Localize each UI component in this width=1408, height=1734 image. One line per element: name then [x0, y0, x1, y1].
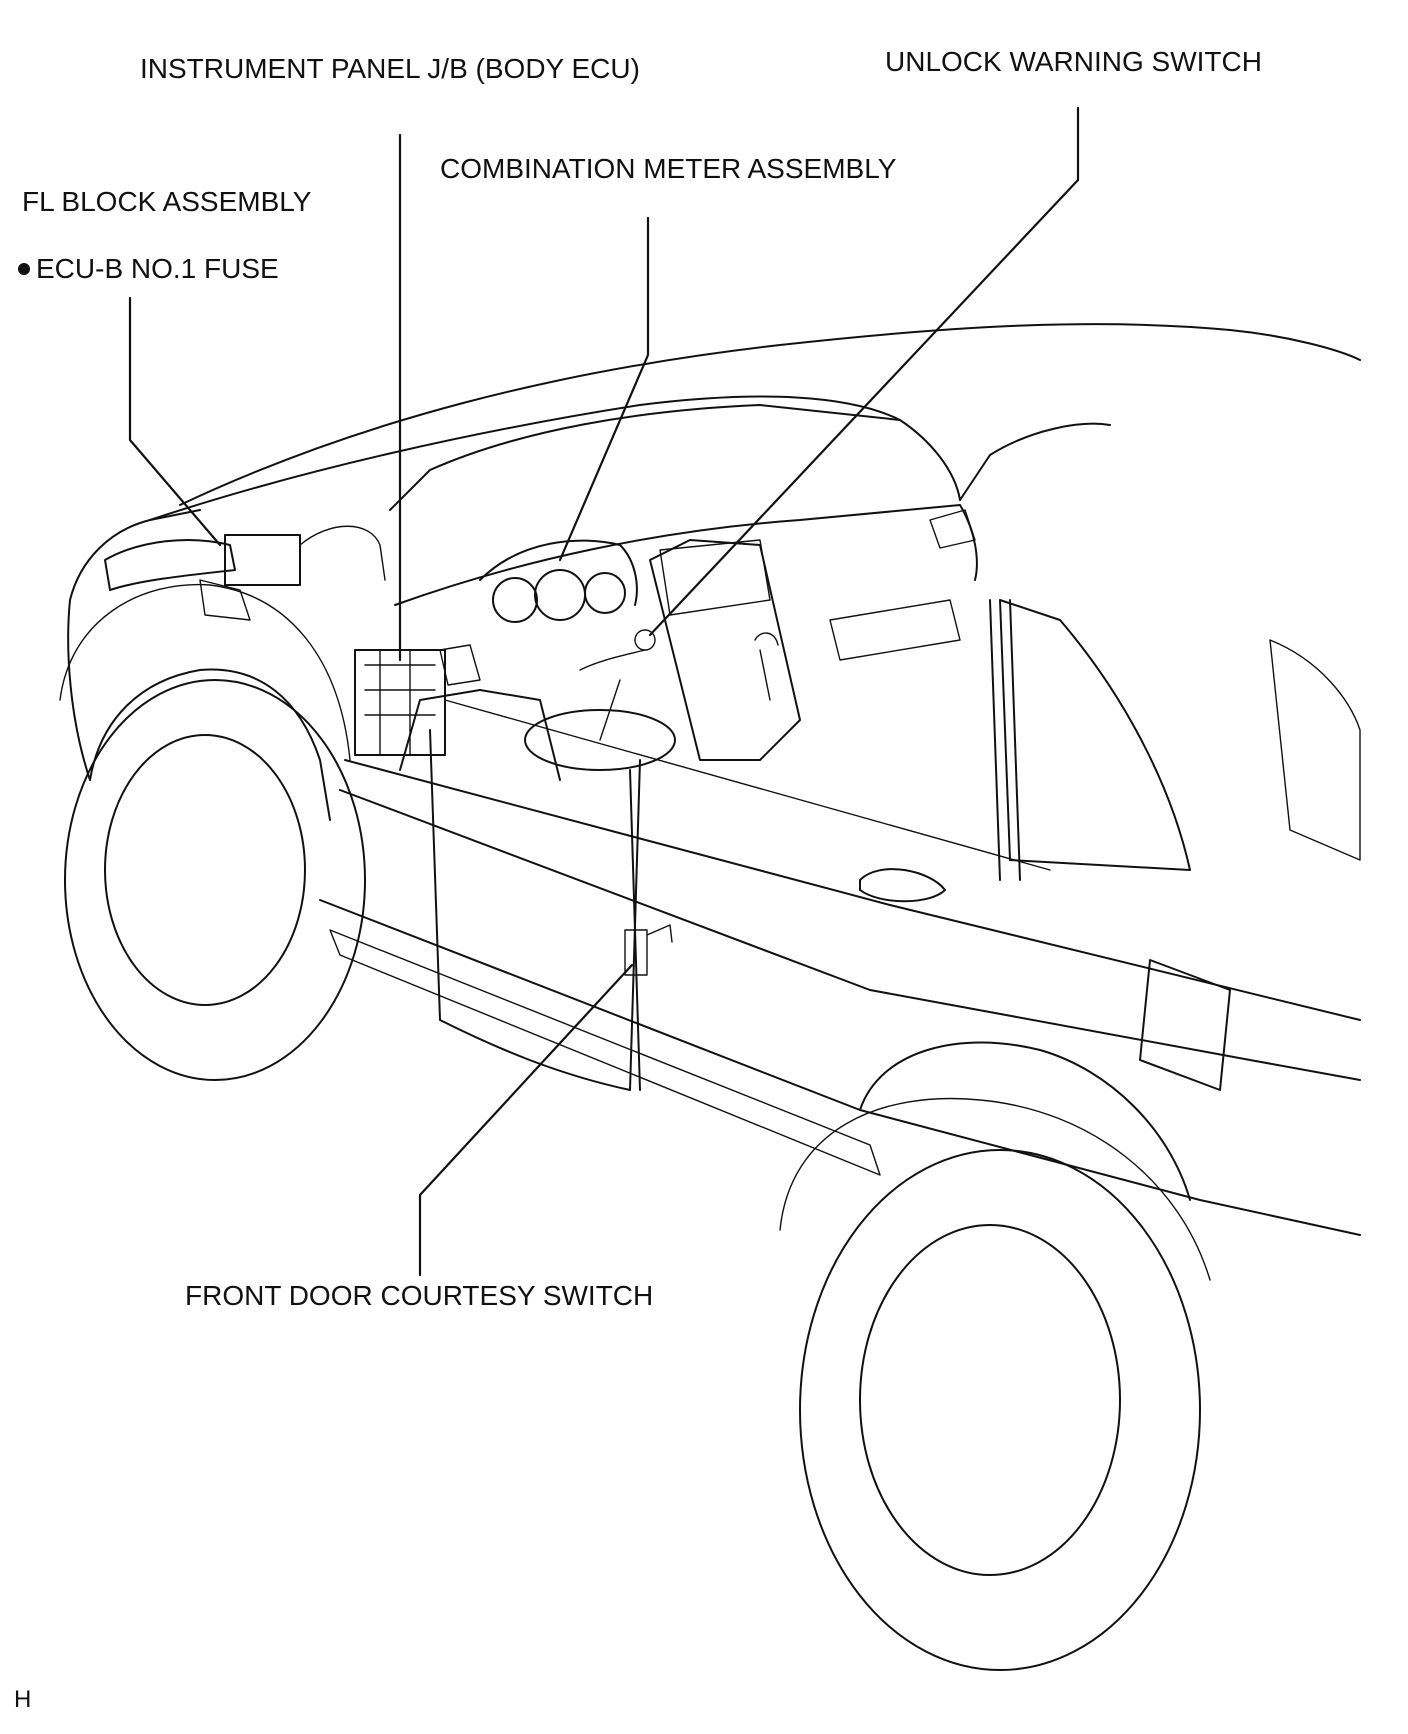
- door-handle: [859, 868, 946, 903]
- front-fender: [89, 668, 331, 821]
- meter-hood: [479, 539, 638, 606]
- leader-fl-block: [128, 296, 222, 547]
- fl-block-body: [224, 534, 301, 586]
- body-ecu-block: [354, 649, 446, 756]
- rocker-panel: [329, 929, 881, 1176]
- center-stack: [659, 539, 771, 616]
- door-trim-line: [444, 699, 1051, 871]
- front-headlight: [104, 539, 236, 591]
- dashboard-top: [394, 504, 978, 606]
- label-ecu-b-fuse-row: ECU-B NO.1 FUSE: [18, 255, 279, 283]
- engine-bay-strut: [299, 525, 386, 581]
- glovebox: [829, 599, 961, 661]
- shift-lever: [754, 632, 779, 701]
- meter-gauge-right: [584, 572, 626, 614]
- label-front-door-courtesy-switch: FRONT DOOR COURTESY SWITCH: [185, 1280, 654, 1311]
- label-instrument-panel-jb: INSTRUMENT PANEL J/B (BODY ECU): [140, 53, 640, 84]
- door-belt-line: [344, 759, 1361, 1021]
- leader-unlock-warning-switch: [648, 106, 1080, 637]
- hood-line: [149, 395, 901, 521]
- rear-wheel-arch: [779, 1097, 1211, 1281]
- fl-block-bracket: [199, 579, 251, 621]
- side-character-line: [339, 789, 1361, 1081]
- unlock-switch-harness: [579, 649, 646, 671]
- rear-fender-arch: [859, 1041, 1191, 1201]
- a-pillar: [959, 422, 1111, 501]
- dashboard-lower: [399, 689, 561, 781]
- corner-mark: H: [14, 1686, 32, 1713]
- label-fl-block: FL BLOCK ASSEMBLY: [22, 186, 312, 217]
- windshield-frame: [389, 404, 961, 511]
- label-unlock-warning-switch: UNLOCK WARNING SWITCH: [885, 46, 1262, 77]
- rear-door-frame: [999, 599, 1191, 871]
- dash-trim-left: [439, 644, 481, 686]
- meter-gauge-left: [492, 577, 538, 623]
- courtesy-switch-body: [624, 929, 648, 976]
- front-wheel: [104, 734, 306, 1006]
- b-pillar: [989, 599, 1021, 881]
- front-wheel-arch: [59, 583, 351, 761]
- roof-line: [179, 323, 1361, 506]
- steering-wheel: [524, 709, 676, 771]
- leader-combination-meter: [558, 216, 650, 562]
- side-sill-line: [319, 899, 1361, 1236]
- leader-front-door-courtesy-switch: [418, 963, 634, 1277]
- front-tire: [64, 679, 366, 1081]
- right-vent: [929, 509, 976, 549]
- front-bumper: [67, 509, 201, 781]
- rear-tire: [799, 1149, 1201, 1671]
- fuel-door: [1139, 959, 1231, 1091]
- body-ecu-detail: [364, 649, 436, 756]
- label-ecu-b-fuse: ECU-B NO.1 FUSE: [36, 253, 279, 284]
- label-combination-meter: COMBINATION METER ASSEMBLY: [440, 153, 897, 184]
- rear-wheel: [859, 1224, 1121, 1576]
- bullet-icon: [18, 263, 30, 275]
- meter-gauge-center: [534, 569, 586, 621]
- steering-column: [599, 679, 621, 741]
- quarter-window: [1269, 639, 1361, 861]
- courtesy-switch-bracket: [646, 924, 673, 943]
- front-door-outline: [429, 729, 641, 1091]
- center-console: [649, 539, 801, 761]
